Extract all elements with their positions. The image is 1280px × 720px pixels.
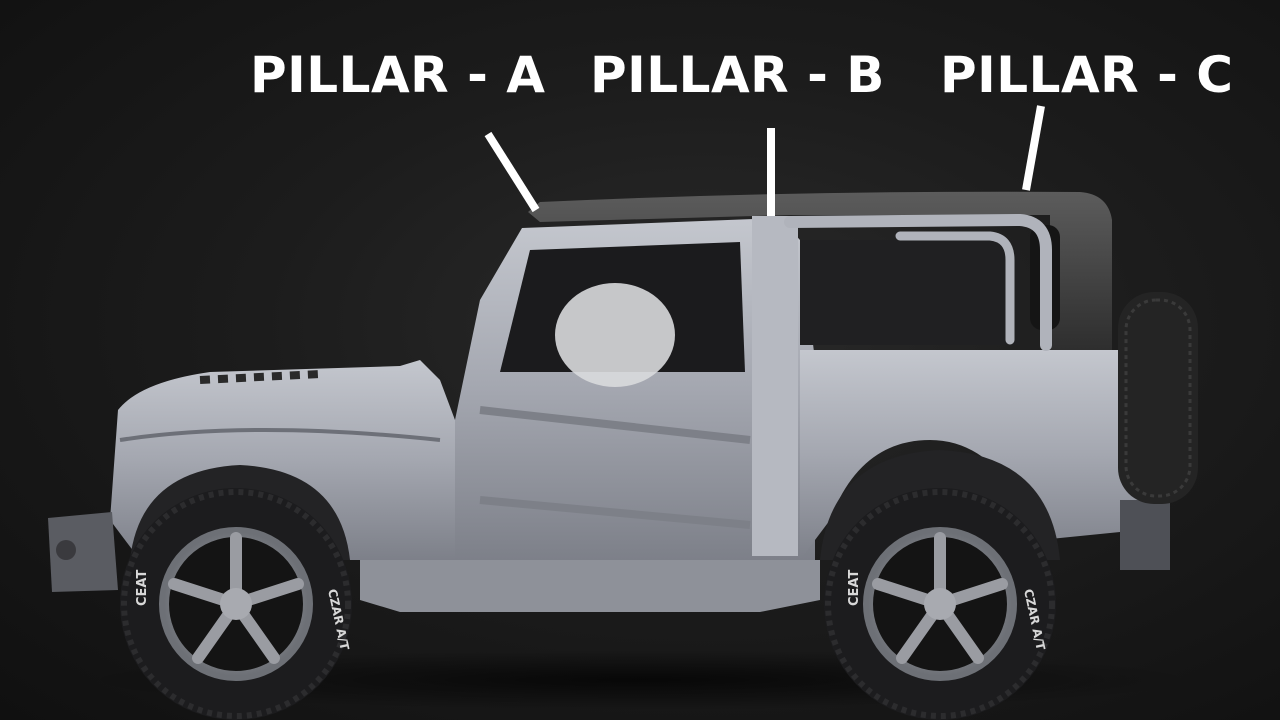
pillar-c-pointer xyxy=(1022,105,1045,191)
pillar-a-pointer xyxy=(484,131,540,213)
rear-wheel: CEAT CZAR A/T xyxy=(824,488,1056,720)
airbag xyxy=(555,283,675,387)
front-wheel: CEAT CZAR A/T xyxy=(120,488,352,720)
tyre-brand-front: CEAT xyxy=(135,570,150,606)
pillar-b-label: PILLAR - B xyxy=(590,46,885,104)
pillar-a-label: PILLAR - A xyxy=(250,46,546,104)
roll-cage xyxy=(784,213,1052,351)
pillar-c-label: PILLAR - C xyxy=(940,46,1234,104)
tyre-brand-rear: CEAT xyxy=(847,570,862,606)
spare-wheel xyxy=(1118,292,1198,504)
